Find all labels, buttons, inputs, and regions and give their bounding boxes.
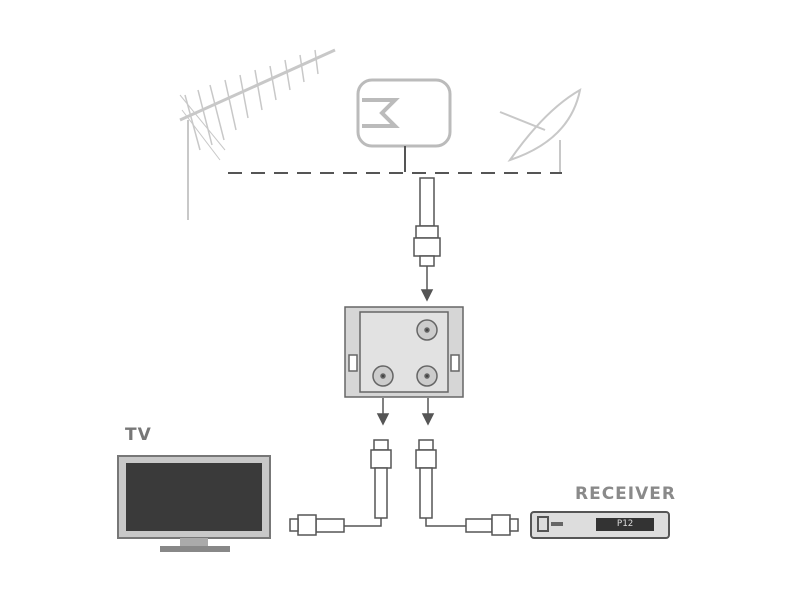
- receiver-icon: [530, 511, 670, 539]
- indoor-antenna-icon: [356, 78, 452, 172]
- output-arrows: [376, 398, 435, 426]
- splitter-icon: [344, 306, 464, 398]
- yagi-antenna-icon: [179, 48, 336, 220]
- receiver-cable: [415, 439, 519, 536]
- tv-cable: [289, 439, 392, 536]
- tv-icon: [117, 455, 271, 552]
- receiver-label: RECEIVER: [575, 484, 676, 504]
- receiver-display: P12: [616, 519, 634, 529]
- tv-label: TV: [125, 425, 152, 445]
- satellite-dish-icon: [499, 88, 582, 172]
- input-cable: [413, 177, 441, 302]
